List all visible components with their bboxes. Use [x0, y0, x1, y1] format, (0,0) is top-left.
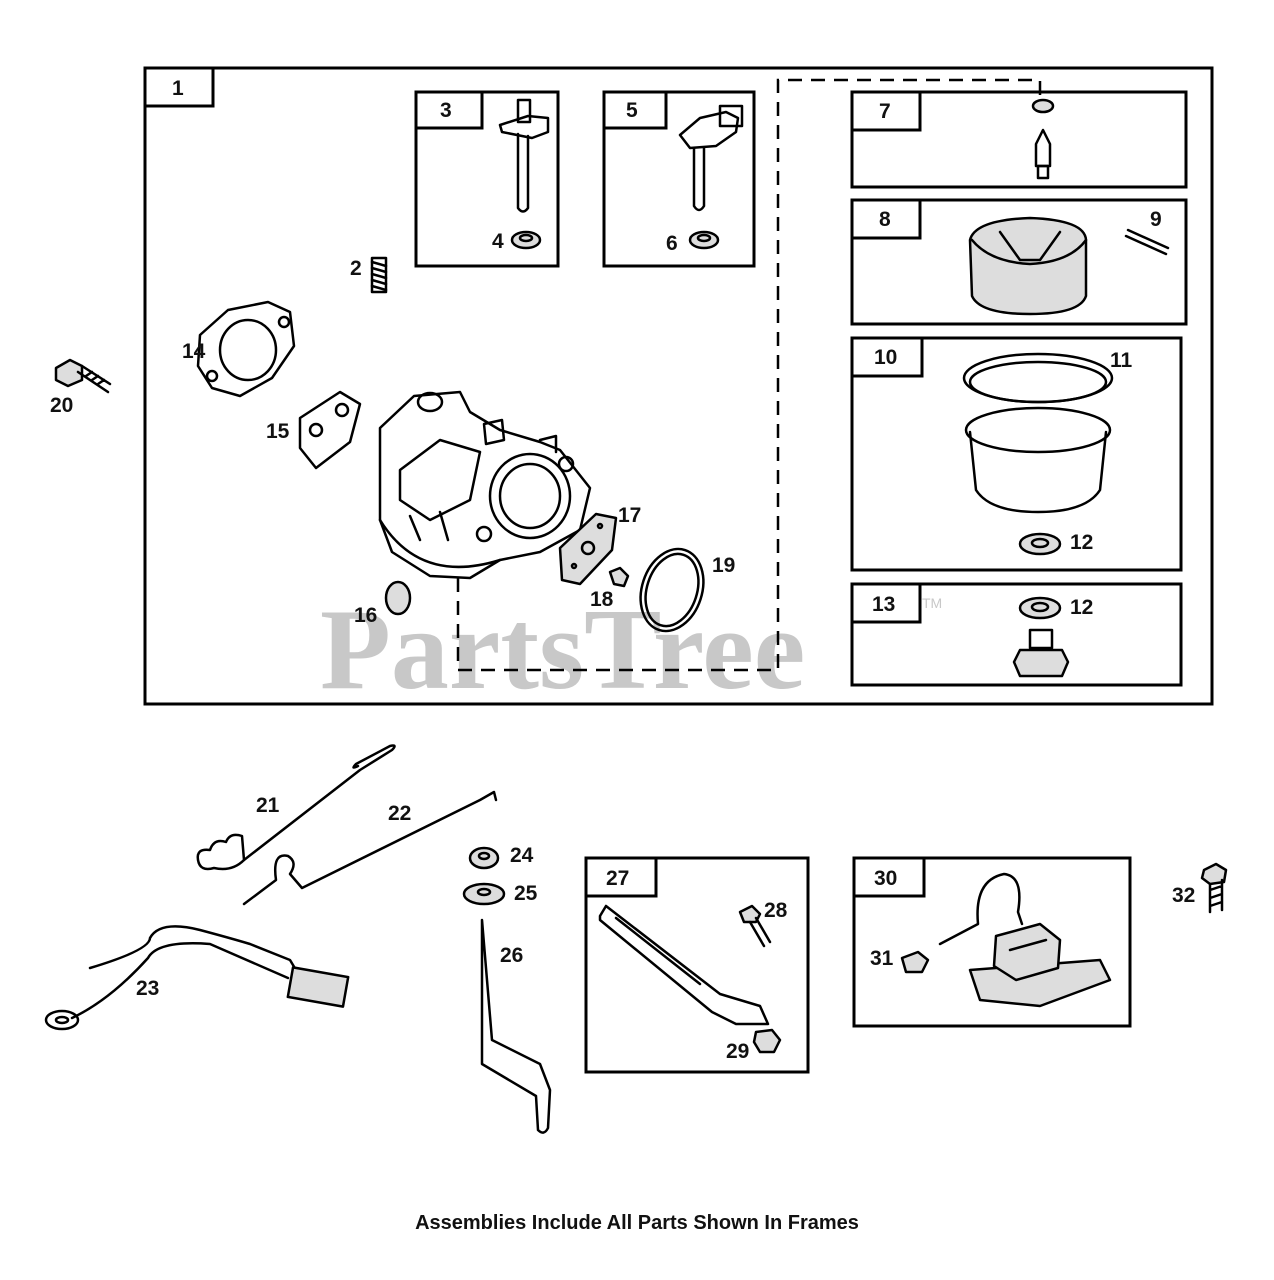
watermark-trademark: TM — [922, 595, 942, 611]
callout-22: 22 — [388, 802, 411, 825]
callout-2: 2 — [350, 257, 362, 280]
callout-14: 14 — [182, 340, 206, 363]
frame-float-needle-7: 7 — [850, 90, 1188, 189]
part-22-link-rod: 22 — [242, 790, 498, 906]
callout-3: 3 — [440, 99, 452, 122]
callout-9: 9 — [1150, 208, 1162, 231]
callout-24: 24 — [510, 844, 534, 867]
callout-21: 21 — [256, 794, 280, 817]
part-23-ground-wire: 23 — [44, 925, 350, 1031]
callout-13: 13 — [872, 593, 895, 616]
callout-11: 11 — [1110, 349, 1133, 372]
callout-28: 28 — [764, 899, 788, 922]
frame-governor-lever-27: 27 28 29 — [584, 856, 810, 1074]
callout-20: 20 — [50, 394, 73, 417]
frame-float-8: 8 9 — [850, 198, 1188, 326]
callout-29: 29 — [726, 1040, 749, 1063]
callout-15: 15 — [266, 420, 290, 443]
callout-8: 8 — [879, 208, 891, 231]
callout-27: 27 — [606, 867, 629, 890]
callout-25: 25 — [514, 882, 538, 905]
carburetor-parts: 2 14 15 16 17 18 — [182, 256, 735, 633]
frame-caption: Assemblies Include All Parts Shown In Fr… — [415, 1212, 859, 1234]
part-20-bolt: 20 — [50, 358, 112, 417]
callout-26: 26 — [500, 944, 523, 967]
callout-16: 16 — [354, 604, 377, 627]
frame-assembly-1: 1 — [143, 66, 1214, 706]
callout-12-b: 12 — [1070, 596, 1093, 619]
callout-31: 31 — [870, 947, 894, 970]
frame-choke-shaft-3: 3 4 — [414, 90, 560, 268]
callout-5: 5 — [626, 99, 638, 122]
callout-19: 19 — [712, 554, 735, 577]
part-24-25-26-linkage: 24 25 26 — [462, 844, 552, 1134]
callout-30: 30 — [874, 867, 897, 890]
callout-17: 17 — [618, 504, 641, 527]
frame-throttle-shaft-5: 5 6 — [602, 90, 756, 268]
part-32-bolt: 32 — [1172, 862, 1228, 914]
callout-10: 10 — [874, 346, 897, 369]
part-21-governor-spring: 21 — [196, 744, 396, 871]
callout-32: 32 — [1172, 884, 1195, 907]
callout-18: 18 — [590, 588, 614, 611]
callout-12-a: 12 — [1070, 531, 1093, 554]
callout-4: 4 — [492, 230, 504, 253]
frame-float-bowl-10: 10 11 12 — [850, 336, 1183, 572]
frame-ignition-armature-30: 30 31 — [852, 856, 1132, 1028]
callout-23: 23 — [136, 977, 159, 1000]
callout-6: 6 — [666, 232, 678, 255]
watermark: PartsTree TM — [320, 586, 942, 714]
callout-1: 1 — [172, 77, 184, 100]
callout-7: 7 — [879, 100, 891, 123]
frame-bowl-nut-13: 13 12 — [850, 582, 1183, 687]
